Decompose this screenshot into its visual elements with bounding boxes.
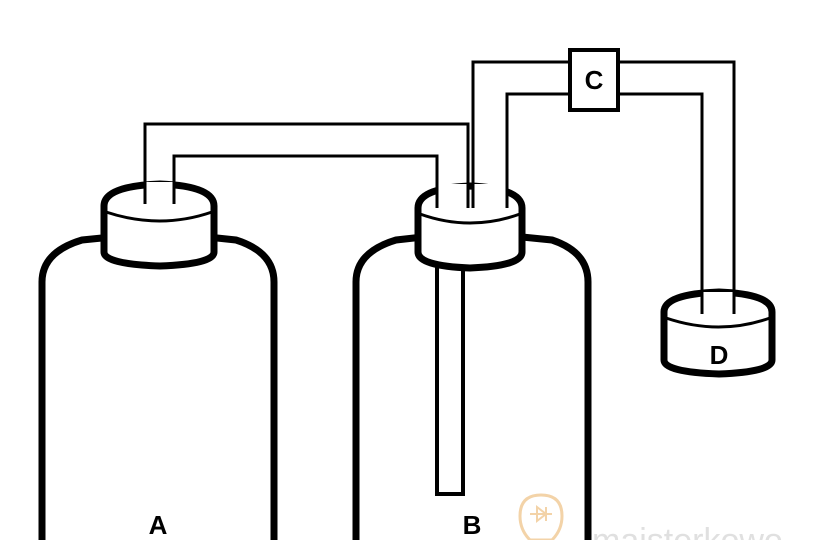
tube-b-stub-right xyxy=(474,184,506,208)
label-d: D xyxy=(710,340,729,370)
tube-a-stub xyxy=(146,182,173,204)
bottle-a-cap xyxy=(100,180,218,270)
tube-d-stub xyxy=(703,292,733,314)
watermark-text: majsterkowo xyxy=(592,522,783,540)
component-c-box xyxy=(568,48,620,112)
tube-d-stub-edges xyxy=(700,290,736,314)
tube-a-stub-edges xyxy=(143,180,176,204)
bottle-a-cap-rim xyxy=(105,210,213,223)
tube-b-stub-left xyxy=(438,184,467,208)
component-d-body xyxy=(660,288,776,378)
lightbulb-diode-icon xyxy=(518,493,564,540)
bottle-a-body xyxy=(38,232,278,540)
tube-a-to-b xyxy=(145,124,468,205)
tube-a-to-b-inner-edge xyxy=(172,154,439,205)
bottle-b-cap-rim xyxy=(419,212,521,225)
component-d-rim xyxy=(665,316,771,329)
label-c: C xyxy=(585,65,604,95)
tube-b-stub-edges xyxy=(435,182,509,208)
bottle-b-dip-tube xyxy=(435,260,465,496)
bottle-b-body xyxy=(352,232,592,540)
tube-b-to-d xyxy=(473,62,734,312)
label-b: B xyxy=(463,510,482,540)
label-a: A xyxy=(149,510,168,540)
tube-a-to-b-outer-edge xyxy=(143,122,470,205)
